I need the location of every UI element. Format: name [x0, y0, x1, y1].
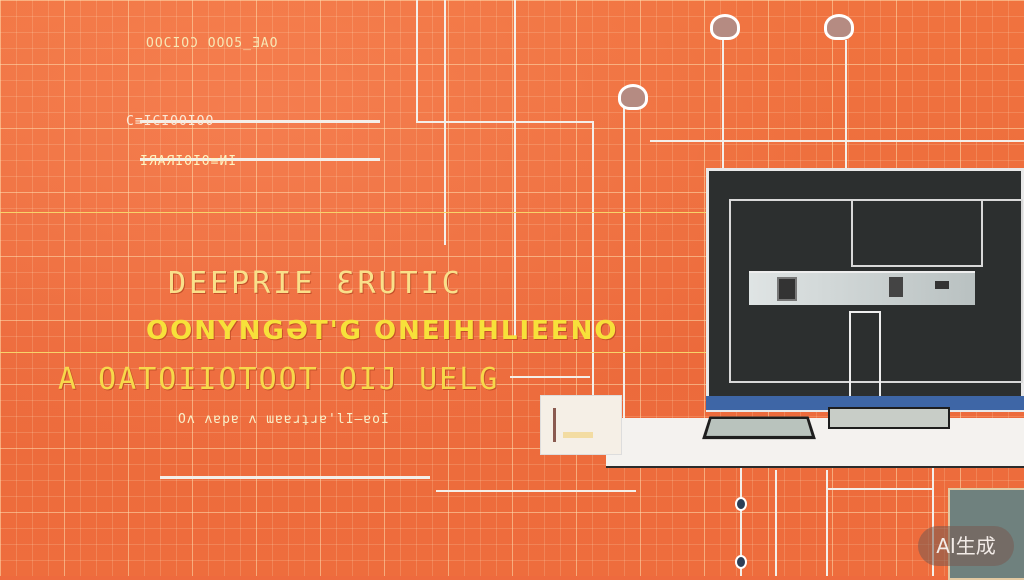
- wire: [510, 376, 590, 378]
- small-panel: [540, 395, 622, 455]
- wire: [775, 470, 777, 576]
- ai-generated-watermark: AI生成: [918, 526, 1014, 566]
- guide-line: [0, 212, 706, 213]
- node-dot: [735, 497, 747, 511]
- row-label-2: IЯAЯIOIO≡ИI: [140, 154, 238, 169]
- wire: [140, 158, 380, 161]
- lamp-icon: [710, 14, 740, 40]
- lamp-icon: [824, 14, 854, 40]
- wire: [826, 488, 932, 490]
- wire: [932, 460, 934, 576]
- wire: [826, 470, 828, 576]
- wire: [623, 100, 625, 430]
- headline-3: A OATOIIOTOOT OIJ UELG: [58, 362, 500, 397]
- node-dot: [735, 555, 747, 569]
- monitor-stand: [702, 416, 816, 440]
- top-caption: OOCIOƆ OOO5_ƎAO: [146, 36, 279, 51]
- wire: [650, 140, 1024, 142]
- panel-bar: [553, 408, 556, 442]
- appliance-band: [749, 271, 975, 305]
- wire: [160, 476, 430, 479]
- wire: [845, 40, 847, 168]
- wire: [444, 0, 446, 245]
- wire: [514, 0, 516, 340]
- row-label-1: C≡ICIOOIOO: [126, 114, 215, 129]
- wire: [416, 121, 594, 123]
- panel-strip: [563, 432, 593, 438]
- wire: [140, 120, 380, 123]
- stand-blocks: [828, 407, 950, 429]
- monitor-base: [706, 396, 1024, 410]
- oven-icon: [777, 277, 797, 301]
- panel-icon: [935, 281, 949, 289]
- wire: [592, 121, 594, 411]
- lamp-icon: [618, 84, 648, 110]
- monitor-schematic: [706, 168, 1024, 415]
- subline: Oʌ ʌɐpɐ ʌ ɯɐɐɹʇɹɐ'lI—ɐoI: [178, 412, 390, 427]
- wire: [740, 466, 742, 576]
- headline-2: OONYNGƏT'G ONEIHHLIEENO: [146, 316, 619, 346]
- frame: [851, 199, 983, 267]
- cabinet-icon: [889, 277, 903, 297]
- wire: [722, 40, 724, 168]
- wire: [436, 490, 636, 492]
- guide-line: [0, 352, 706, 353]
- shelf: [606, 418, 1024, 468]
- wire: [416, 0, 418, 122]
- headline-1: DEEPRIE ƐRUTIC: [168, 266, 463, 301]
